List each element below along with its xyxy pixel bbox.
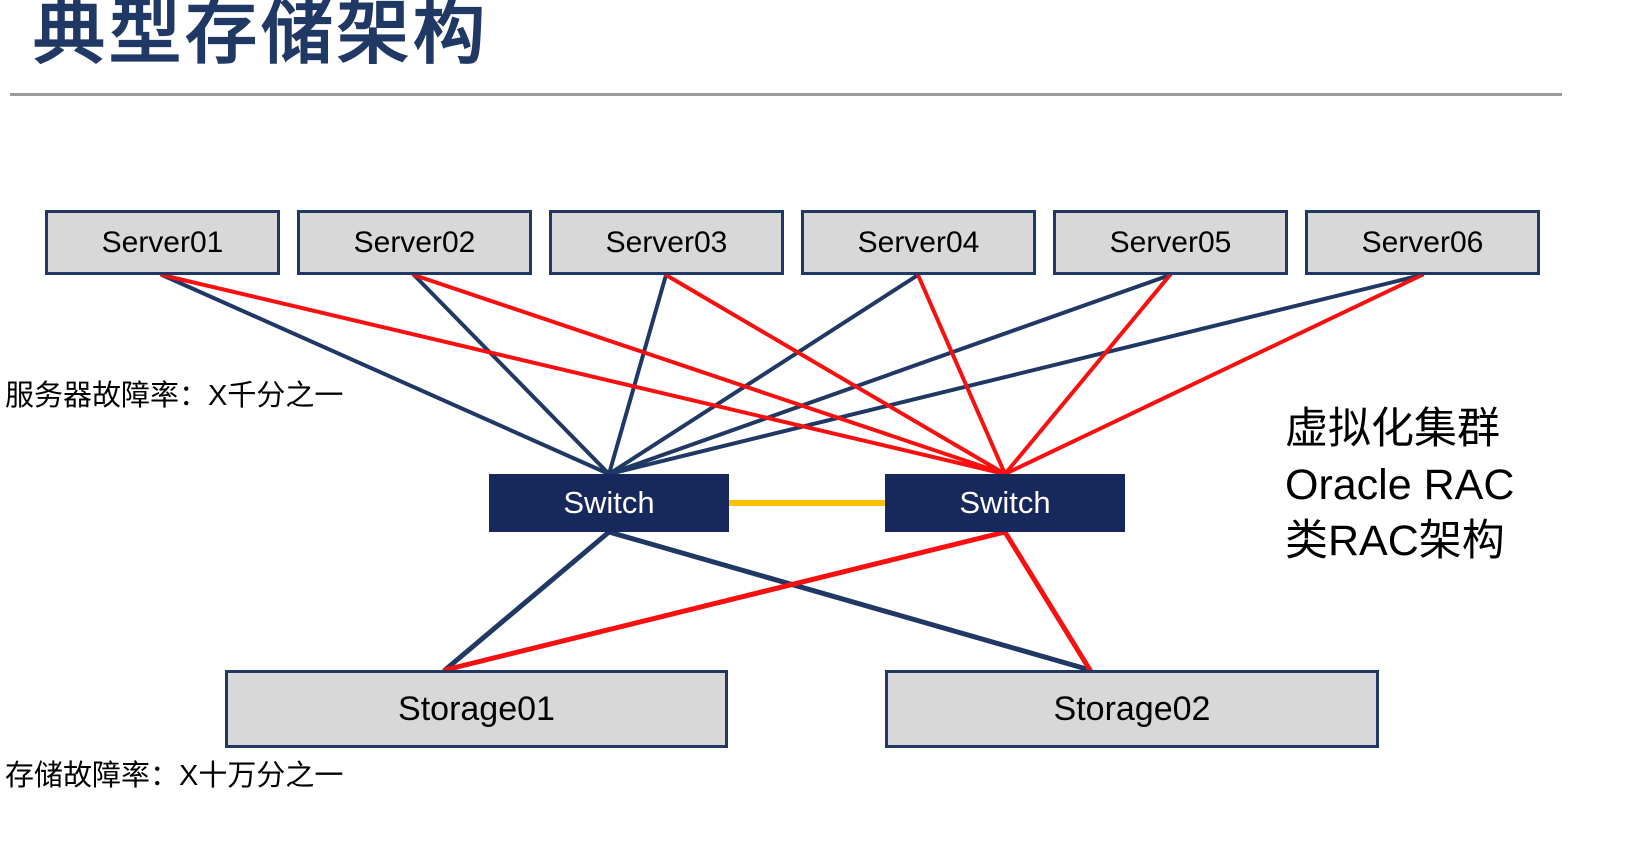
link-server5-bottom-switch2-top xyxy=(1003,273,1172,476)
link-server2-bottom-switch1-top xyxy=(412,273,611,476)
annotation-line-2: Oracle RAC xyxy=(1285,460,1515,509)
storage01-node: Storage01 xyxy=(225,670,728,748)
annotation-line-3: 类RAC架构 xyxy=(1285,516,1505,565)
switch1-node: Switch xyxy=(489,474,729,532)
storage02-node: Storage02 xyxy=(885,670,1379,748)
link-server6-bottom-switch1-top xyxy=(607,273,1424,476)
link-server2-bottom-switch2-top xyxy=(412,273,1007,476)
server02-node: Server02 xyxy=(297,210,532,275)
title-divider xyxy=(10,93,1562,96)
page-title: 典型存储架构 xyxy=(33,0,490,73)
link-server1-bottom-switch2-top xyxy=(160,273,1007,476)
cluster-annotation: 虚拟化集群 Oracle RAC 类RAC架构 xyxy=(1285,402,1514,570)
server04-node: Server04 xyxy=(801,210,1036,275)
server-failure-rate-label: 服务器故障率：X千分之一 xyxy=(5,380,344,412)
switch2-node: Switch xyxy=(885,474,1125,532)
server06-node: Server06 xyxy=(1305,210,1540,275)
link-switch2-bottom-storage2-top xyxy=(1002,529,1093,673)
link-server1-bottom-switch1-top xyxy=(160,273,611,476)
server05-node: Server05 xyxy=(1053,210,1288,275)
link-server3-bottom-switch1-top xyxy=(607,273,668,476)
annotation-line-1: 虚拟化集群 xyxy=(1285,405,1500,453)
link-server5-bottom-switch1-top xyxy=(607,273,1172,476)
link-server3-bottom-switch2-top xyxy=(664,273,1007,476)
link-server4-bottom-switch2-top xyxy=(916,273,1007,476)
link-switch1-bottom-storage2-top xyxy=(606,529,1093,673)
server01-node: Server01 xyxy=(45,210,280,275)
link-switch1-bottom-storage1-top xyxy=(442,529,612,673)
storage-failure-rate-label: 存储故障率：X十万分之一 xyxy=(5,760,344,792)
link-server6-bottom-switch2-top xyxy=(1003,273,1424,476)
server03-node: Server03 xyxy=(549,210,784,275)
link-server4-bottom-switch1-top xyxy=(607,273,920,476)
link-switch2-bottom-storage1-top xyxy=(442,529,1008,673)
